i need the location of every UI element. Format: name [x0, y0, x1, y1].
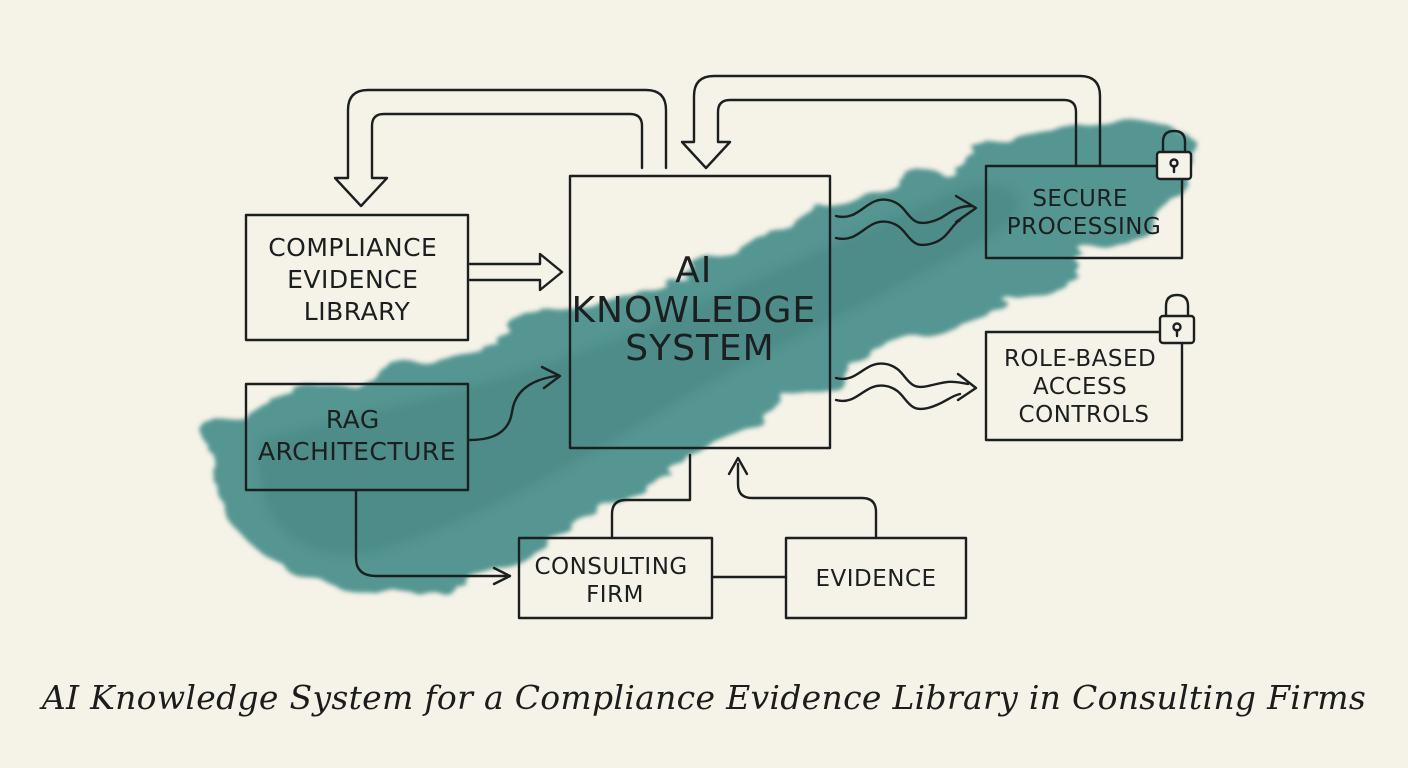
ai-to-access-arrow — [834, 362, 970, 389]
secure-arrowhead — [954, 194, 978, 224]
consulting-firm-box — [517, 536, 714, 620]
consulting-firm-label: CONSULTING FIRM — [534, 554, 695, 608]
compliance-library-label: COMPLIANCE EVIDENCE LIBRARY — [268, 233, 446, 326]
secure-processing-box — [984, 164, 1184, 260]
diagram-caption: AI Knowledge System for a Compliance Evi… — [41, 678, 1367, 717]
ai-to-secure-arrow — [834, 198, 974, 225]
loop-arrow-secure — [680, 74, 1102, 170]
access-arrowhead — [956, 372, 978, 402]
secure-processing-label: SECURE PROCESSING — [1007, 186, 1162, 240]
compliance-library-box — [244, 213, 470, 342]
ai-to-access-arrow-lower — [834, 384, 962, 411]
evidence-box — [784, 536, 968, 620]
ai-system-label: AI KNOWLEDGE SYSTEM — [571, 250, 828, 369]
access-controls-box — [984, 330, 1184, 442]
rag-box — [244, 382, 470, 492]
rag-to-ai-arrow — [468, 374, 558, 442]
rag-to-firm-arrow — [354, 488, 510, 578]
lock-icon — [1155, 129, 1193, 181]
library-to-ai-arrow — [468, 252, 564, 292]
access-controls-label: ROLE-BASED ACCESS CONTROLS — [1004, 346, 1164, 428]
rag-label: RAG ARCHITECTURE — [258, 405, 456, 466]
ai-to-firm-connector — [610, 453, 692, 540]
rag-to-firm-arrowhead — [492, 566, 512, 586]
evidence-label: EVIDENCE — [815, 566, 936, 592]
ai-to-secure-arrow-lower — [834, 218, 962, 247]
ai-system-box — [568, 174, 832, 450]
evidence-to-ai-arrow — [736, 462, 878, 540]
lock-icon — [1158, 293, 1196, 345]
evidence-to-ai-arrowhead — [727, 456, 749, 476]
rag-to-ai-arrowhead — [540, 365, 562, 390]
watercolor-wash — [210, 120, 1195, 592]
loop-arrow-library — [333, 88, 668, 208]
